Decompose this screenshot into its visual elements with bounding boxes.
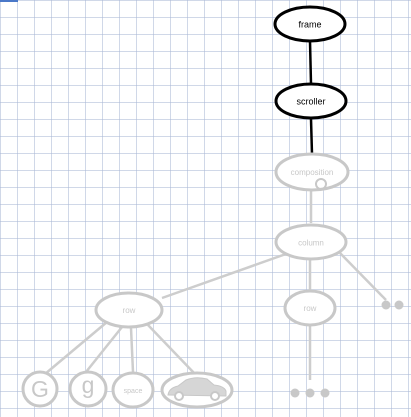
- node-glyph-g-label: g: [82, 372, 95, 398]
- inactive-edges: [44, 190, 387, 380]
- ellipsis-dot: [394, 300, 404, 310]
- node-row-mid: row: [283, 289, 337, 327]
- node-dots-right: [381, 300, 404, 310]
- ellipsis-dot: [305, 388, 315, 398]
- edge-column-row-left: [161, 252, 287, 300]
- node-frame-label: frame: [298, 20, 321, 30]
- edge-row-left-g: [85, 326, 123, 373]
- node-column: column: [274, 223, 348, 261]
- node-glyph-G: G: [21, 370, 59, 408]
- node-space-label: space: [124, 388, 143, 395]
- node-glyph-g: g: [68, 370, 108, 408]
- node-car: [160, 371, 234, 409]
- composition-loop-icon: [315, 178, 327, 190]
- node-composition-label: composition: [291, 168, 334, 177]
- edge-frame-scroller: [308, 40, 313, 85]
- ellipsis-dot: [290, 388, 300, 398]
- edge-scroller-composition: [309, 118, 314, 155]
- edge-row-left-car: [147, 324, 196, 375]
- node-row-left: row: [94, 291, 164, 329]
- ellipsis-dot: [381, 300, 391, 310]
- node-scroller-label: scroller: [296, 97, 325, 107]
- node-scroller: scroller: [274, 82, 348, 120]
- node-glyph-G-label: G: [31, 376, 49, 402]
- node-frame: frame: [273, 5, 347, 43]
- node-space: space: [111, 371, 155, 409]
- edge-row-left-space: [129, 327, 135, 373]
- node-column-label: column: [298, 239, 324, 248]
- node-row-mid-label: row: [304, 304, 317, 313]
- car-icon: [167, 377, 227, 401]
- edge-row-left-G: [44, 321, 108, 375]
- node-row-left-label: row: [123, 306, 136, 315]
- ellipsis-dot: [320, 388, 330, 398]
- active-edges: [308, 40, 314, 155]
- node-dots-bottom: [290, 388, 330, 398]
- corner-marker: [0, 0, 18, 2]
- node-composition: composition: [274, 152, 350, 192]
- edge-column-dots-right: [339, 252, 387, 301]
